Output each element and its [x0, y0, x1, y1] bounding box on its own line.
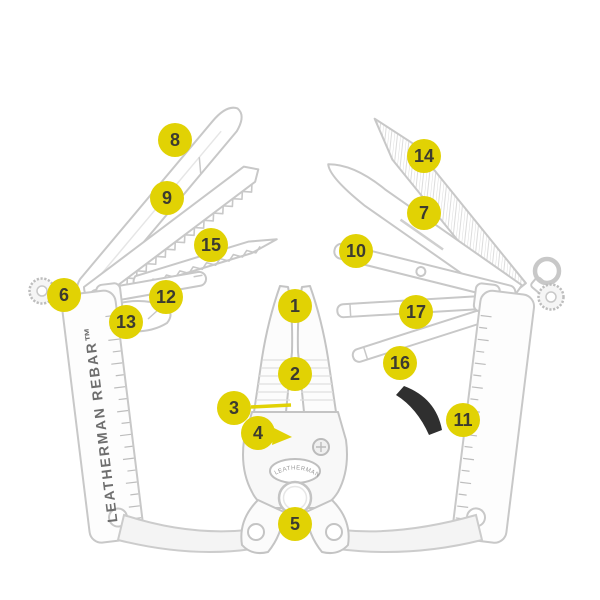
callout-2: 2 [278, 357, 312, 391]
callout-17: 17 [399, 295, 433, 329]
callout-4: 4 [241, 416, 275, 450]
thumb-screw-right [537, 283, 565, 311]
callout-10: 10 [339, 234, 373, 268]
callout-7: 7 [407, 196, 441, 230]
callout-4-leader-arrow [272, 428, 292, 445]
callout-8: 8 [158, 123, 192, 157]
callout-16: 16 [383, 346, 417, 380]
callout-15: 15 [194, 228, 228, 262]
knife-blade-illustration [327, 163, 523, 307]
callout-3-leader-line [250, 403, 292, 409]
callout-11: 11 [446, 403, 480, 437]
callout-1: 1 [278, 289, 312, 323]
callout-14: 14 [407, 139, 441, 173]
callout-6: 6 [47, 278, 81, 312]
callout-3: 3 [217, 391, 251, 425]
callout-9: 9 [150, 181, 184, 215]
handle-attachment-lobes [240, 499, 350, 555]
callout-12: 12 [149, 280, 183, 314]
callout-13: 13 [109, 305, 143, 339]
left-link-plate [116, 513, 254, 553]
callout-5: 5 [278, 507, 312, 541]
handle-slot-shadow [396, 386, 442, 435]
right-link-plate [336, 513, 484, 553]
